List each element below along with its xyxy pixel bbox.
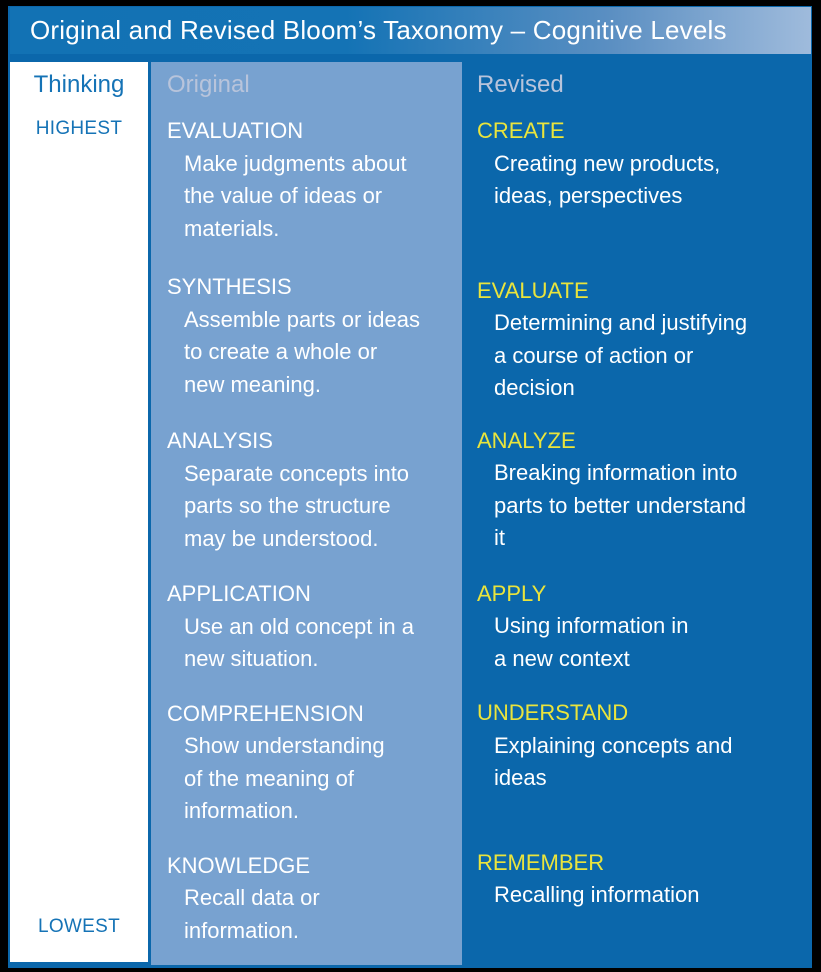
term-label: EVALUATE	[477, 277, 589, 303]
term-description: Using information in a new context	[494, 610, 812, 675]
original-column-header: Original	[167, 71, 250, 98]
description-line: materials.	[184, 215, 280, 241]
description-line: information.	[184, 798, 299, 823]
taxonomy-item-evaluation: EVALUATION Make judgments about the valu…	[167, 115, 462, 245]
taxonomy-item-evaluate: EVALUATE Determining and justifying a co…	[477, 275, 812, 405]
blooms-taxonomy-diagram: Original and Revised Bloom’s Taxonomy – …	[8, 6, 812, 968]
page-title: Original and Revised Bloom’s Taxonomy – …	[30, 15, 727, 45]
term-description: Explaining concepts and ideas	[494, 730, 812, 795]
taxonomy-item-apply: APPLY Using information in a new context	[477, 578, 812, 676]
taxonomy-item-application: APPLICATION Use an old concept in a new …	[167, 578, 462, 676]
term-description: Determining and justifying a course of a…	[494, 307, 812, 405]
term-label: KNOWLEDGE	[167, 852, 311, 878]
title-bar: Original and Revised Bloom’s Taxonomy – …	[10, 7, 811, 54]
term-label: ANALYSIS	[167, 428, 273, 453]
term-label: UNDERSTAND	[477, 700, 629, 725]
taxonomy-item-comprehension: COMPREHENSION Show understanding of the …	[167, 698, 462, 828]
term-label: EVALUATION	[167, 118, 304, 143]
highest-label: HIGHEST	[35, 118, 123, 139]
taxonomy-item-knowledge: KNOWLEDGE Recall data or information.	[167, 850, 462, 948]
term-label: SYNTHESIS	[167, 274, 292, 299]
description-line: parts to better understand	[494, 492, 746, 518]
description-line: Make judgments about	[184, 150, 407, 176]
description-line: ideas, perspectives	[494, 183, 683, 208]
description-line: Using information in	[494, 613, 689, 638]
taxonomy-item-remember: REMEMBER Recalling information	[477, 847, 812, 912]
description-line: Separate concepts into	[184, 460, 410, 486]
taxonomy-item-analysis: ANALYSIS Separate concepts into parts so…	[167, 425, 462, 555]
description-line: Recalling information	[494, 882, 700, 907]
term-label: APPLICATION	[167, 581, 311, 606]
term-description: Creating new products, ideas, perspectiv…	[494, 148, 812, 213]
lowest-label: LOWEST	[37, 916, 121, 937]
term-description: Recalling information	[494, 879, 812, 912]
description-line: a new context	[494, 645, 630, 671]
description-line: Use an old concept in a	[184, 613, 414, 639]
taxonomy-item-create: CREATE Creating new products, ideas, per…	[477, 115, 812, 213]
term-label: CREATE	[477, 118, 565, 143]
description-line: decision	[494, 375, 575, 400]
description-line: it	[494, 525, 505, 550]
description-line: parts so the structure	[184, 493, 391, 518]
description-line: ideas	[494, 765, 547, 790]
description-line: the value of ideas or	[184, 183, 383, 208]
taxonomy-item-understand: UNDERSTAND Explaining concepts and ideas	[477, 697, 812, 795]
term-description: Assemble parts or ideas to create a whol…	[184, 304, 462, 402]
description-line: Determining and justifying	[494, 310, 748, 335]
term-label: REMEMBER	[477, 849, 605, 875]
term-description: Breaking information into parts to bette…	[494, 457, 812, 555]
description-line: information.	[184, 917, 299, 943]
term-description: Make judgments about the value of ideas …	[184, 148, 462, 246]
description-line: of the meaning of	[184, 765, 355, 791]
description-line: to create a whole or	[184, 339, 378, 364]
term-label: ANALYZE	[477, 427, 576, 453]
description-line: Recall data or	[184, 885, 320, 910]
term-description: Separate concepts into parts so the stru…	[184, 458, 462, 556]
revised-column-header: Revised	[477, 71, 564, 98]
term-description: Use an old concept in a new situation.	[184, 611, 462, 676]
description-line: Breaking information into	[494, 460, 738, 485]
term-description: Show understanding of the meaning of inf…	[184, 730, 462, 828]
term-description: Recall data or information.	[184, 882, 462, 947]
term-label: APPLY	[477, 580, 547, 606]
taxonomy-item-analyze: ANALYZE Breaking information into parts …	[477, 425, 812, 555]
thinking-column: Thinking HIGHEST LOWEST	[10, 62, 148, 962]
term-label: COMPREHENSION	[167, 700, 364, 726]
revised-column: Revised CREATE Creating new products, id…	[462, 62, 812, 968]
description-line: Show understanding	[184, 733, 385, 758]
description-line: Assemble parts or ideas	[184, 306, 420, 332]
description-line: may be understood.	[184, 525, 379, 551]
original-column: Original EVALUATION Make judgments about…	[151, 62, 462, 965]
description-line: Explaining concepts and	[494, 732, 733, 758]
description-line: new meaning.	[184, 371, 321, 397]
description-line: new situation.	[184, 646, 319, 671]
description-line: a course of action or	[494, 342, 694, 368]
taxonomy-item-synthesis: SYNTHESIS Assemble parts or ideas to cre…	[167, 271, 462, 401]
thinking-column-header: Thinking	[33, 71, 125, 98]
description-line: Creating new products,	[494, 150, 721, 176]
